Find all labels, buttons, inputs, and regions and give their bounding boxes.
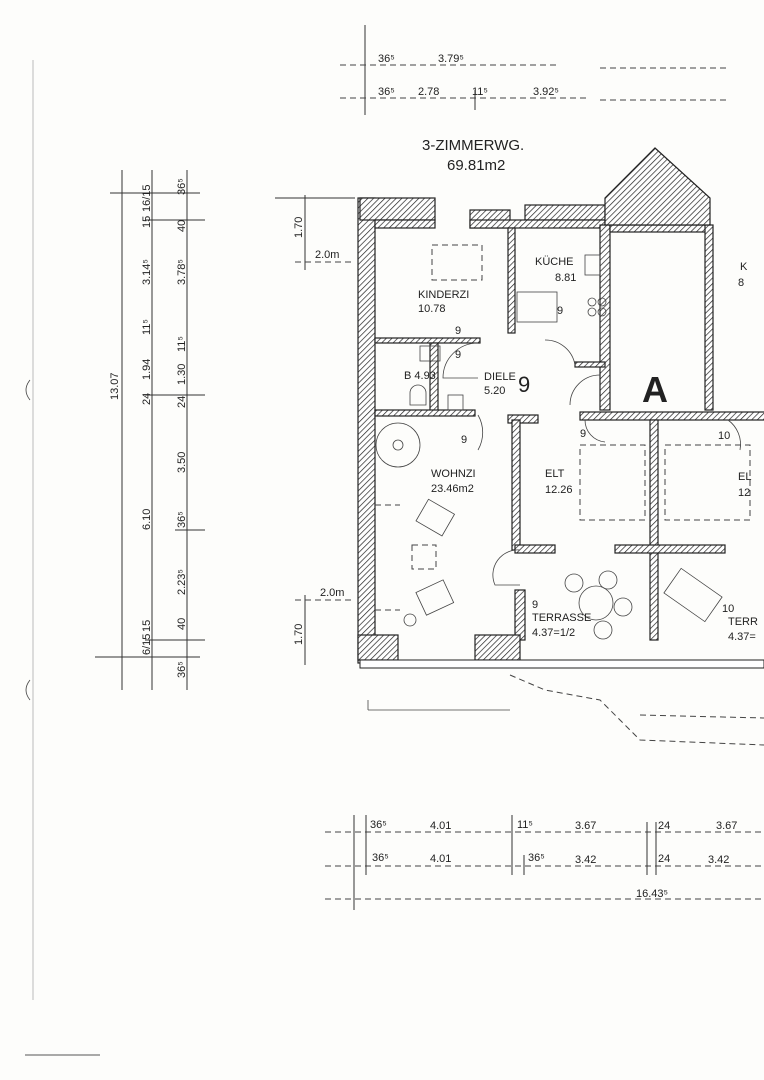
scan-artifacts [25, 60, 100, 1056]
dim-label: 40 [176, 220, 188, 232]
neighbor-eltern-name: EL [738, 471, 751, 483]
dim-label: 13.07 [109, 372, 121, 400]
dim-label: 4.01 [430, 820, 451, 832]
fixtures [367, 244, 764, 746]
dim-label: 2.23⁵ [176, 569, 188, 595]
room-area-terrasse: 4.37=1/2 [532, 627, 575, 639]
bottom-dimensions: 36⁵ 4.01 11⁵ 3.67 24 3.67 36⁵ 4.01 36⁵ 3… [325, 815, 764, 910]
dim-label: 15 [141, 620, 153, 632]
dim-label: 3.50 [176, 452, 188, 473]
unit-mark: 9 [461, 434, 467, 446]
dim-label: 3.92⁵ [533, 86, 559, 98]
dim-label: 2.0m [320, 587, 344, 599]
dim-label: 4.01 [430, 853, 451, 865]
room-area-eltern: 12.26 [545, 484, 573, 496]
dim-label: 16/15 [141, 184, 153, 212]
dim-label: 36⁵ [176, 661, 188, 678]
dim-label: 3.42 [575, 854, 596, 866]
dim-label: 36⁵ [176, 178, 188, 195]
dim-label: 36⁵ [528, 852, 545, 864]
neighbor-eltern-area: 12 [738, 487, 750, 499]
room-name-terrasse: TERRASSE [532, 612, 591, 624]
room-name-kueche: KÜCHE [535, 256, 574, 268]
dim-label: 11⁵ [472, 86, 488, 98]
unit-number: 9 [518, 372, 530, 397]
room-area-wohnzimmer: 23.46m2 [431, 483, 474, 495]
unit-mark: 9 [455, 325, 461, 337]
neighbor-kitchen-name: K [740, 261, 748, 273]
dim-label: 36⁵ [372, 852, 389, 864]
dim-label: 1.70 [293, 217, 305, 238]
neighbor-terrace-name: TERR [728, 616, 758, 628]
dim-label: 3.42 [708, 854, 729, 866]
unit-mark: 10 [718, 430, 730, 442]
room-name-bad: B 4.93 [404, 370, 436, 382]
dim-label: 11⁵ [517, 819, 533, 831]
dim-label: 24 [658, 820, 670, 832]
room-name-diele: DIELE [484, 371, 516, 383]
plan-title: 3-ZIMMERWG. [422, 137, 524, 154]
dim-label: 3.14⁵ [141, 259, 153, 285]
dim-label: 24 [658, 853, 670, 865]
dim-label: 40 [176, 618, 188, 630]
neighbor-kitchen-area: 8 [738, 277, 744, 289]
dim-label: 3.67 [575, 820, 596, 832]
dim-label: 2.78 [418, 86, 439, 98]
window-dimensions: 1.70 2.0m 1.70 2.0m [275, 195, 355, 665]
neighbor-terrace-area: 4.37= [728, 631, 756, 643]
dim-label: 3.78⁵ [176, 259, 188, 285]
room-area-kinderzimmer: 10.78 [418, 303, 446, 315]
dim-label: 1.70 [293, 624, 305, 645]
dim-label: 6/15 [141, 634, 153, 655]
dim-label: 16.43⁵ [636, 888, 668, 900]
unit-mark: 9 [580, 428, 586, 440]
dim-label: 24 [176, 396, 188, 408]
terrace-number: 9 [532, 599, 538, 611]
dim-label: 3.79⁵ [438, 53, 464, 65]
room-area-kueche: 8.81 [555, 272, 576, 284]
room-name-wohnzimmer: WOHNZI [431, 468, 476, 480]
dim-label: 15 [141, 216, 153, 228]
dim-label: 36⁵ [378, 86, 395, 98]
dim-label: 36⁵ [370, 819, 387, 831]
dim-label: 24 [141, 393, 153, 405]
walls [357, 147, 764, 669]
unit-mark: 9 [455, 349, 461, 361]
stair-label: A [642, 369, 668, 410]
dim-label: 11⁵ [141, 319, 153, 335]
dim-label: 1.94 [141, 359, 153, 380]
room-area-diele: 5.20 [484, 385, 505, 397]
dim-label: 1.30 [176, 364, 188, 385]
dim-label: 36⁵ [378, 53, 395, 65]
room-name-eltern: ELT [545, 468, 565, 480]
room-labels: KINDERZI 10.78 KÜCHE 8.81 B 4.93 DIELE 5… [404, 256, 758, 643]
unit-mark: 9 [557, 305, 563, 317]
dim-label: 6.10 [141, 509, 153, 530]
dim-label: 11⁵ [176, 336, 188, 352]
top-dimensions: 36⁵ 3.79⁵ 36⁵ 2.78 11⁵ 3.92⁵ [340, 25, 730, 115]
left-dimensions: 13.07 16/15 15 3.14⁵ 11⁵ 1.94 24 6.10 15… [95, 170, 205, 690]
neighbor-terrace-number: 10 [722, 603, 734, 615]
dim-label: 3.67 [716, 820, 737, 832]
dim-label: 36⁵ [176, 511, 188, 528]
dim-label: 2.0m [315, 249, 339, 261]
room-name-kinderzimmer: KINDERZI [418, 289, 469, 301]
total-area: 69.81m2 [447, 157, 505, 174]
